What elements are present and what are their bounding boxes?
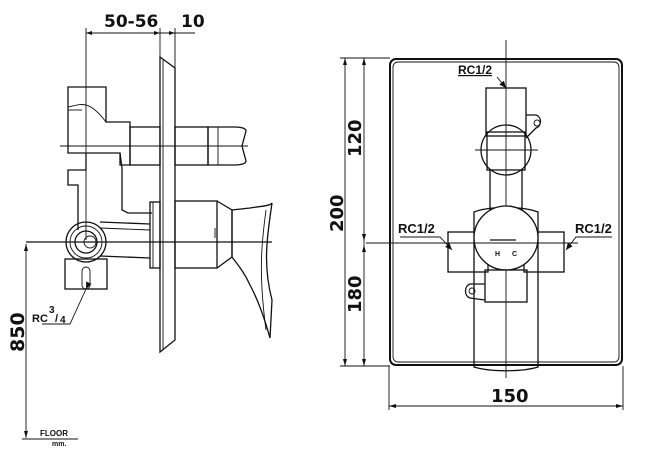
total-height-value: 200 (327, 194, 348, 232)
outlet-label-sub: 4 (60, 315, 66, 326)
unit-label: mm. (52, 441, 66, 448)
hot-mark: H (495, 251, 500, 258)
floor-height-value: 850 (7, 312, 29, 352)
width-value: 150 (491, 386, 529, 407)
outlet-label-sup: 3 (49, 305, 55, 316)
lever-handle (231, 202, 273, 339)
side-view: RC 3 / 4 FLOOR mm. (22, 28, 273, 448)
right-inlet-label: RC1/2 (575, 221, 612, 236)
cold-mark: C (512, 251, 517, 258)
lower-height-value: 180 (345, 275, 366, 313)
outlet-label-rc: RC (32, 313, 48, 325)
wall-plate (159, 55, 176, 354)
cartridge-circle (473, 205, 539, 271)
svg-text:/: / (55, 313, 58, 325)
floor-label: FLOOR (40, 429, 68, 438)
top-inlet-label: RC1/2 (458, 63, 492, 77)
depth-dimension: 50-56 (104, 12, 158, 32)
left-inlet-label: RC1/2 (398, 221, 435, 236)
plate-thickness-dimension: 10 (181, 12, 205, 32)
front-view: H C RC1/2 RC1/2 RC1/2 (340, 40, 624, 410)
diverter-knob (207, 126, 247, 166)
upper-height-value: 120 (345, 119, 366, 157)
